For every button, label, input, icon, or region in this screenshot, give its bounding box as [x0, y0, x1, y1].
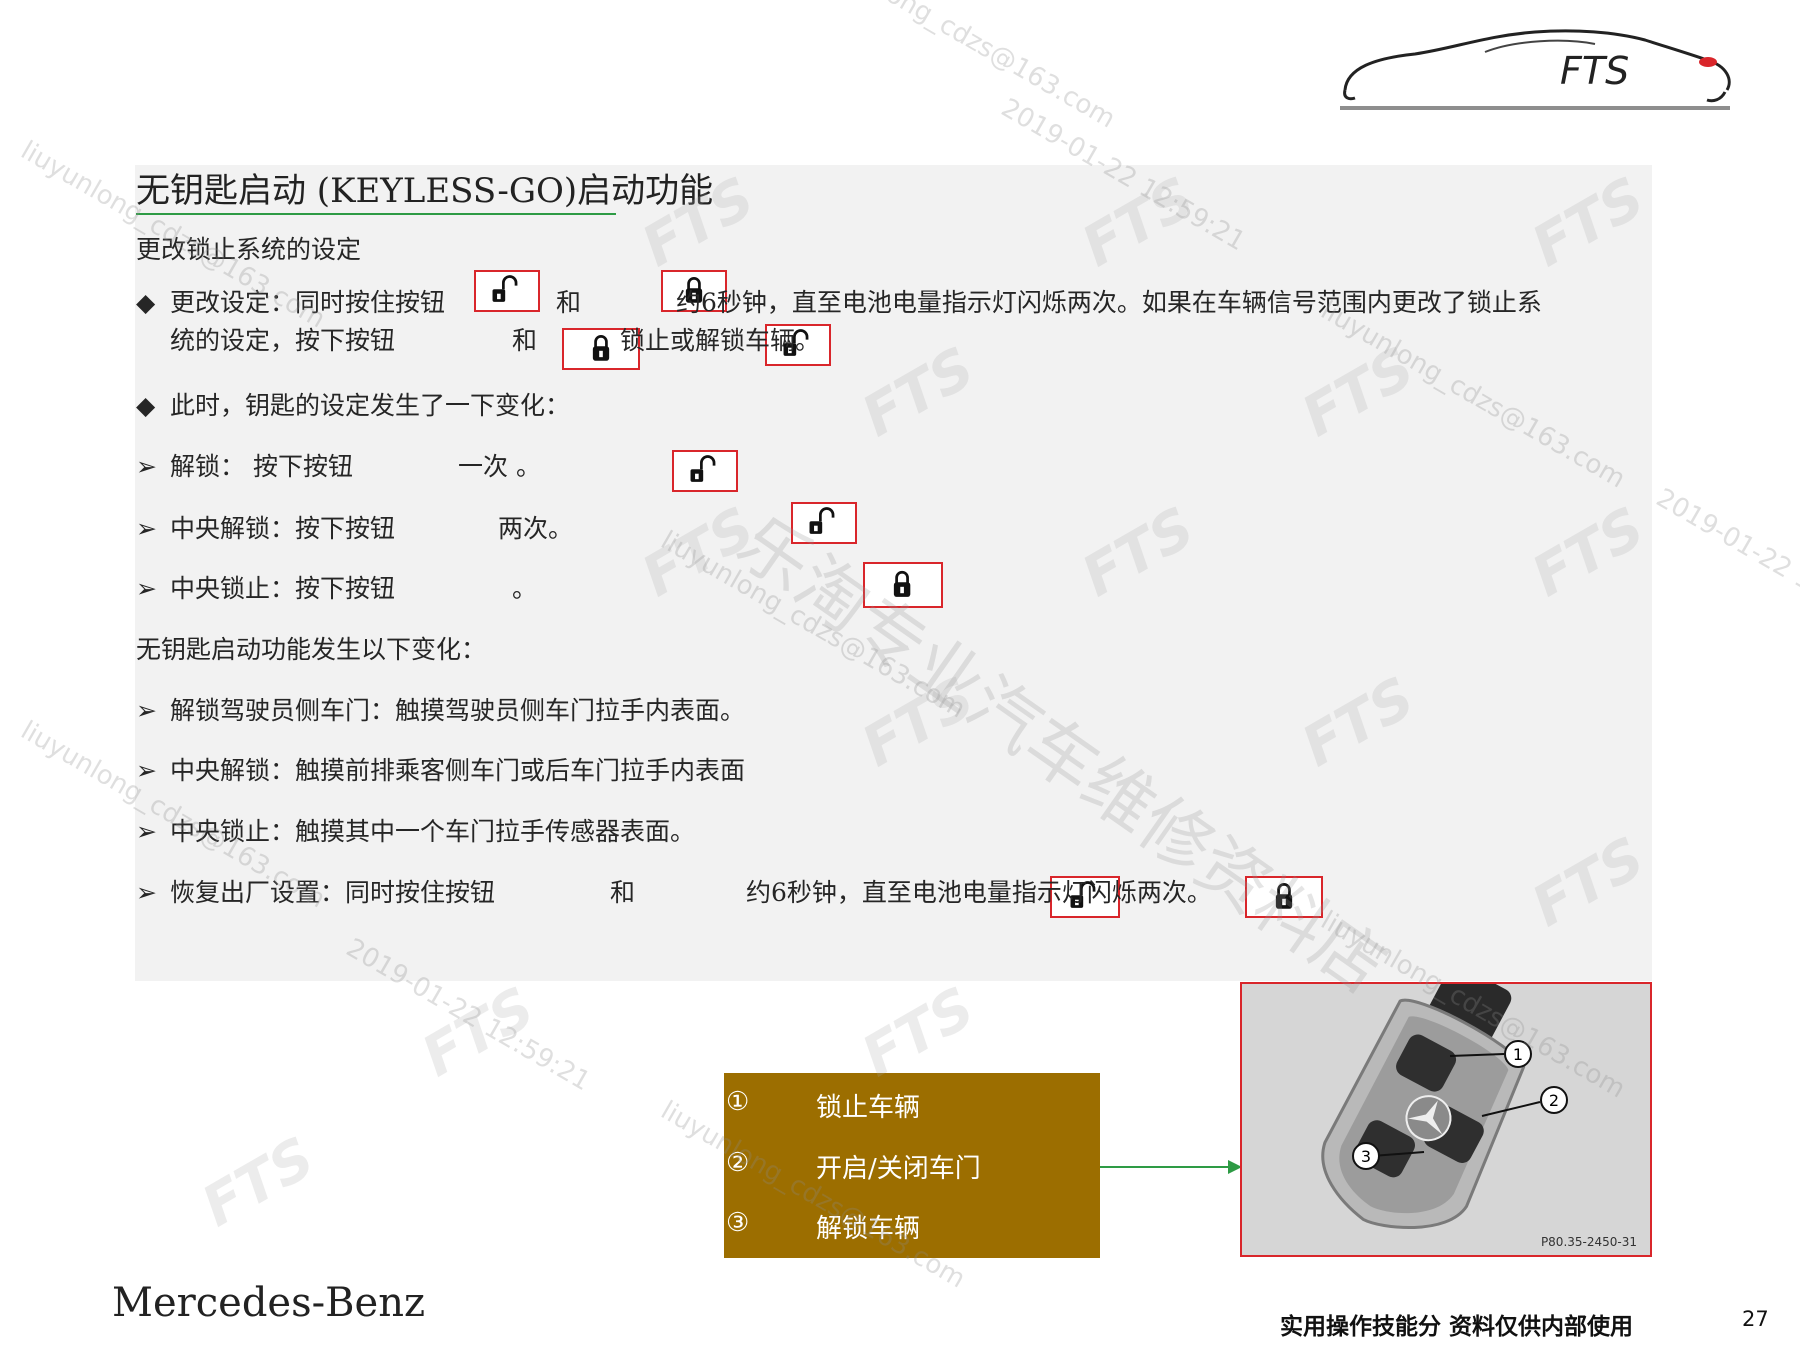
line-text: 此时，钥匙的设定发生了一下变化：	[170, 391, 571, 420]
line-text: 解锁驾驶员侧车门：触摸驾驶员侧车门拉手内表面。	[170, 696, 746, 725]
page-number: 27	[1742, 1307, 1769, 1331]
watermark-email: liuyunlong_cdzs@163.com	[805, 0, 1121, 135]
title-underline	[136, 213, 616, 215]
lock-button-icon	[562, 328, 641, 370]
watermark-fts: FTS	[191, 1125, 326, 1240]
text-line-changes-intro: ◆ 此时，钥匙的设定发生了一下变化：	[136, 390, 570, 422]
arrow-bullet: ➢	[136, 696, 157, 725]
callout-label: 2	[1549, 1091, 1559, 1110]
lock-button-icon	[661, 270, 728, 312]
green-arrow-icon	[1100, 1160, 1242, 1174]
arrow-bullet: ➢	[136, 878, 157, 907]
legend-item: ③ 解锁车辆	[724, 1194, 1100, 1254]
line-text: 中央解锁：触摸前排乘客侧车门或后车门拉手内表面	[170, 756, 746, 785]
and-text: 和	[512, 326, 538, 355]
arrow-bullet: ➢	[136, 574, 157, 603]
callout-2	[1540, 1086, 1568, 1114]
legend-number: ③	[726, 1208, 750, 1238]
unlock-button-icon	[791, 502, 858, 544]
line-suffix: 两次。	[498, 514, 574, 543]
line-text: 解锁： 按下按钮	[170, 452, 353, 481]
section-heading-keyless-changes: 无钥匙启动功能发生以下变化：	[136, 635, 487, 664]
callout-3	[1352, 1142, 1380, 1170]
arrow-bullet: ➢	[136, 452, 157, 481]
line-suffix: 约6秒钟，直至电池电量指示灯闪烁两次。如果在车辆信号范围内更改了锁止系	[676, 288, 1542, 317]
text-line-driver-door: ➢ 解锁驾驶员侧车门：触摸驾驶员侧车门拉手内表面。	[136, 695, 745, 727]
unlock-button-icon	[765, 324, 832, 366]
unlock-button-icon	[672, 450, 739, 492]
text-line-factory-reset: ➢ 恢复出厂设置：同时按住按钮	[136, 877, 495, 909]
text-line-central-unlock-2: ➢ 中央解锁：触摸前排乘客侧车门或后车门拉手内表面	[136, 755, 745, 787]
key-fob-photo: 1 2 3 P80.35-2450-31	[1240, 982, 1652, 1257]
diamond-bullet: ◆	[136, 288, 156, 317]
brand-wordmark: Mercedes-Benz	[112, 1280, 426, 1326]
diamond-bullet: ◆	[136, 391, 156, 420]
callout-label: 3	[1361, 1147, 1371, 1166]
callout-label: 1	[1513, 1045, 1523, 1064]
text-line-central-unlock: ➢ 中央解锁：按下按钮	[136, 513, 395, 545]
legend-item: ② 开启/关闭车门	[724, 1134, 1100, 1194]
footer-note: 实用操作技能分 资料仅供内部使用	[1280, 1314, 1634, 1340]
text-line-unlock: ➢ 解锁： 按下按钮	[136, 451, 353, 483]
header-rule	[1340, 106, 1730, 110]
and-text: 和	[556, 288, 582, 317]
legend-item: ① 锁止车辆	[724, 1073, 1100, 1133]
line-cont-suffix: 锁止或解锁车辆。	[620, 326, 821, 355]
arrow-bullet: ➢	[136, 756, 157, 785]
legend-text: 开启/关闭车门	[816, 1154, 981, 1184]
watermark-date: 2019-01-22 12:59:21	[1650, 482, 1800, 648]
line-text: 更改设定：同时按住按钮	[170, 288, 446, 317]
line-suffix: 。	[512, 574, 538, 603]
section-heading-change-lock: 更改锁止系统的设定	[136, 235, 362, 264]
arrow-bullet: ➢	[136, 514, 157, 543]
and-text: 和	[610, 878, 636, 907]
button-legend: ① 锁止车辆 ② 开启/关闭车门 ③ 解锁车辆	[724, 1073, 1100, 1258]
legend-number: ②	[726, 1148, 750, 1178]
line-text: 恢复出厂设置：同时按住按钮	[170, 878, 496, 907]
line-text: 中央锁止：触摸其中一个车门拉手传感器表面。	[170, 817, 696, 846]
legend-text: 解锁车辆	[816, 1214, 921, 1244]
line-text: 中央锁止：按下按钮	[170, 574, 396, 603]
unlock-button-icon	[1049, 876, 1120, 918]
logo-text: FTS	[1560, 49, 1629, 93]
line-cont-prefix: 统的设定，按下按钮	[170, 326, 396, 355]
line-suffix: 一次 。	[458, 452, 541, 481]
watermark-fts: FTS	[411, 975, 546, 1090]
line-suffix: 约6秒钟，直至电池电量指示灯闪烁两次。	[746, 878, 1212, 907]
text-line-central-lock-2: ➢ 中央锁止：触摸其中一个车门拉手传感器表面。	[136, 816, 695, 848]
text-line-central-lock: ➢ 中央锁止：按下按钮	[136, 573, 395, 605]
line-text: 中央解锁：按下按钮	[170, 514, 396, 543]
fts-logo: FTS	[1335, 18, 1735, 118]
lock-button-icon	[862, 562, 943, 608]
text-line-change-setting: ◆ 更改设定：同时按住按钮	[136, 287, 445, 319]
photo-code: P80.35-2450-31	[1541, 1235, 1637, 1249]
arrow-bullet: ➢	[136, 817, 157, 846]
unlock-button-icon	[474, 270, 540, 312]
page-title: 无钥匙启动 (KEYLESS-GO)启动功能	[136, 171, 714, 211]
legend-text: 锁止车辆	[816, 1093, 921, 1123]
callout-1	[1504, 1040, 1532, 1068]
lock-button-icon	[1244, 876, 1323, 918]
legend-number: ①	[726, 1087, 750, 1117]
